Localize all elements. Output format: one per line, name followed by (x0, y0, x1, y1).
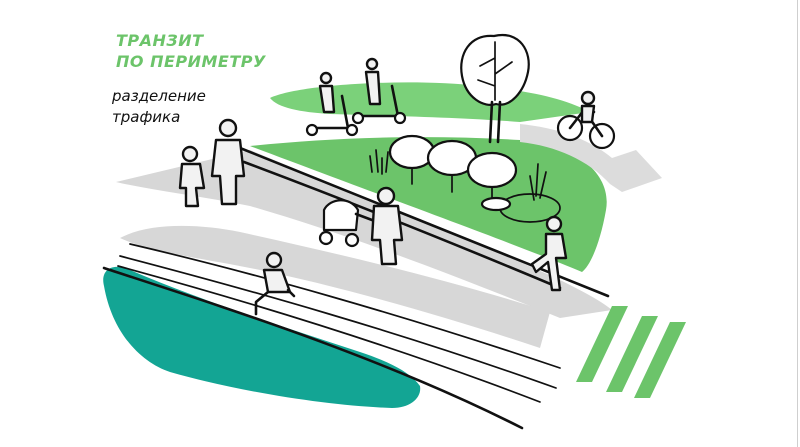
tree (460, 33, 530, 144)
cyclist (556, 90, 616, 150)
frame-edge (797, 0, 798, 447)
flow-arrow (520, 124, 662, 192)
subtitle-line-1: разделение (112, 87, 206, 105)
upper-lawn (270, 82, 590, 122)
title-line-2: ПО ПЕРИМЕТРУ (116, 52, 266, 71)
stroller-parent (318, 186, 404, 266)
page-title: ТРАНЗИТ ПО ПЕРИМЕТРУ (116, 30, 266, 72)
shrubs (369, 134, 561, 223)
crosswalk (576, 306, 686, 398)
pedestrian-path (116, 150, 612, 318)
scooter-riders (305, 57, 407, 137)
transit-path (120, 225, 550, 348)
seated-person (254, 251, 296, 316)
running-person (530, 215, 568, 292)
title-line-1: ТРАНЗИТ (116, 31, 204, 50)
water-area (103, 266, 421, 408)
subtitle-line-2: трафика (112, 108, 181, 126)
page-subtitle: разделение трафика (112, 86, 206, 128)
green-lawn (250, 137, 607, 272)
walking-pair (178, 118, 246, 208)
